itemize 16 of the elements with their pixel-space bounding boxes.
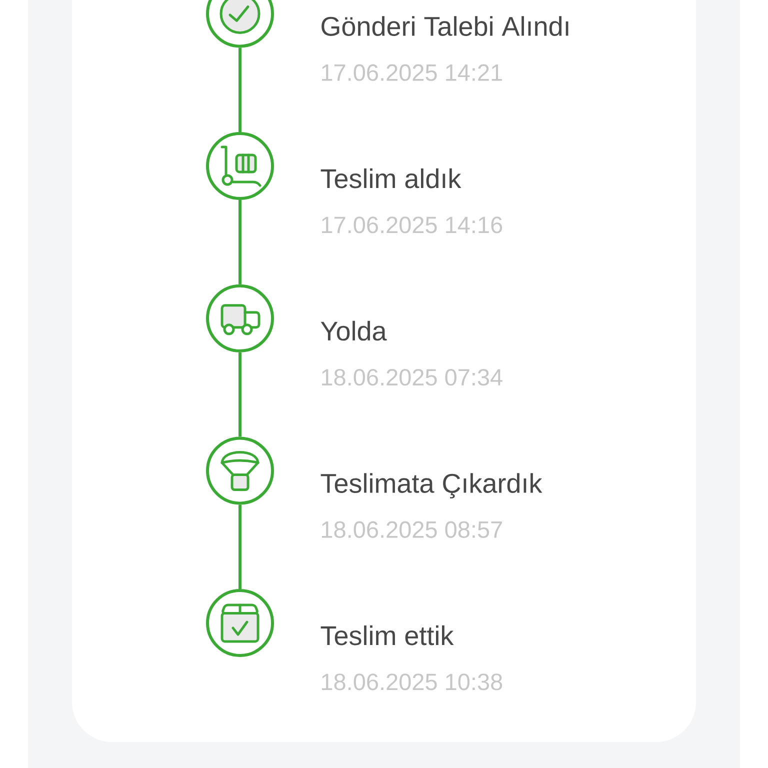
timestamp: 17.06.2025 14:16	[322, 216, 502, 234]
status-title: Yolda	[320, 320, 387, 341]
timestamp: 18.06.2025 10:38	[322, 674, 502, 690]
connector-line	[238, 504, 242, 589]
status-title: Teslim ettik	[320, 625, 454, 646]
timestamp: 18.06.2025 08:57	[322, 521, 502, 538]
status-title: Gönderi Talebi Alındı	[322, 16, 568, 36]
connector-line	[238, 48, 242, 132]
timestamp: 17.06.2025 14:21	[322, 64, 502, 81]
step-circle	[206, 132, 274, 200]
connector-line	[238, 200, 242, 284]
status-title: Teslim aldık	[320, 168, 462, 188]
timestamp: 18.06.2025 07:34	[322, 369, 502, 386]
status-title: Teslimata Çıkardık	[320, 473, 542, 498]
connector-line	[238, 352, 242, 437]
step-circle	[206, 436, 274, 505]
